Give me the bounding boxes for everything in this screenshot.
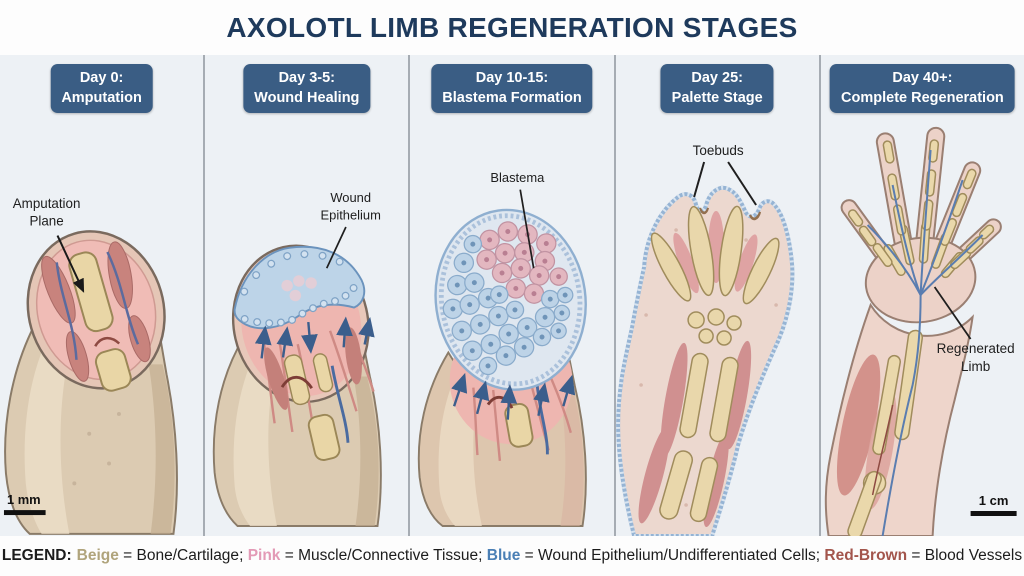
amputation-plane-label: Amputation Plane [13,196,85,293]
stage-panels: Day 0: Amputation [0,55,1024,536]
palette-stage-illustration: Toebuds [615,143,795,536]
annotation-line: Amputation [13,196,81,211]
stage-badge-day3-5: Day 3-5: Wound Healing [243,64,371,114]
stage-badge-day40: Day 40+: Complete Regeneration [830,64,1015,114]
paddle-limb [615,185,795,536]
stage-day: Day 10-15: [475,70,549,86]
blood-vessel-red [871,404,894,496]
panel-day3-5-wound-healing: Day 3-5: Wound Healing [203,55,408,536]
cell-migration-arrows [451,372,576,420]
stage-badge-day10-15: Day 10-15: Blastema Formation [431,64,593,114]
svg-text:1 cm: 1 cm [979,493,1009,508]
bone [308,413,341,461]
stage-name: Palette Stage [671,89,763,106]
stage-badge-day0: Day 0: Amputation [50,64,153,114]
scale-bar-1cm: 1 cm [970,493,1017,516]
blood-vessel [55,262,78,360]
amputation-cut-face [26,230,166,392]
svg-text:Wound: Wound [331,190,372,205]
legend-prefix: LEGEND: [1,547,72,564]
pointer-line [326,226,347,269]
annotation-line: Plane [29,214,63,229]
blood-vessel [106,251,140,345]
muscle-strips [638,211,758,527]
blastema-illustration: Blastema [418,170,588,527]
blood-vessel-red [281,375,314,389]
cell-migration-arrows [255,316,375,359]
stage-name: Amputation [61,89,142,106]
bone [504,403,534,448]
pointer-line [519,189,535,269]
page-title: AXOLOTL LIMB REGENERATION STAGES [226,11,798,43]
legend-item-beige: Beige = Bone/Cartilage; [76,547,248,564]
bone [312,353,334,393]
stage-day: Day 3-5: [278,70,336,86]
cell-nuclei [450,241,569,369]
svg-text:Blastema: Blastema [491,170,546,185]
muscle [836,354,881,496]
panel-day40-complete: Day 40+: Complete Regeneration [818,55,1024,536]
stage-name: Complete Regeneration [841,89,1004,106]
svg-text:Toebuds: Toebuds [692,143,743,158]
bone [68,251,114,333]
legend-item-pink: Pink = Muscle/Connective Tissue; [247,547,487,564]
forming-digit-bones [650,205,780,523]
legend-item-blue: Blue = Wound Epithelium/Undifferentiated… [486,547,825,564]
healing-cut-face [232,244,375,461]
stage-day: Day 40+: [892,70,953,86]
cell-nuclei [484,228,562,297]
legend: LEGEND: Beige = Bone/Cartilage; Pink = M… [0,536,1024,576]
blastema-dome [434,208,588,391]
legend-item-redbrown: Red-Brown = Blood Vessels [824,547,1023,564]
stage-name: Wound Healing [254,89,360,106]
blood-vessel-red [94,336,121,347]
title-band: AXOLOTL LIMB REGENERATION STAGES [0,0,1024,55]
bone [284,354,311,406]
scale-bar-1mm: 1 mm [3,492,46,516]
stage-badge-day25: Day 25: Palette Stage [660,64,774,114]
panel-day10-15-blastema: Day 10-15: Blastema Formation [408,55,613,536]
pointer-line [933,286,972,340]
pointer-line [726,161,757,206]
blood-vessels [866,149,984,536]
wound-epithelium-layer [233,245,366,330]
regenerated-limb [824,126,1002,536]
panel-day0-amputation: Day 0: Amputation [0,55,203,536]
regenerated-limb-label: Regenerated Limb [933,286,1014,374]
wound-healing-illustration: Wound Epithelium [213,190,383,527]
stage-day: Day 25: [691,70,743,86]
svg-text:Regenerated: Regenerated [936,341,1014,356]
pointer-arrow [56,235,85,293]
stage-day: Day 0: [79,70,124,86]
svg-text:1 mm: 1 mm [7,492,41,507]
blood-vessel [330,365,350,443]
wound-epithelium-label: Wound Epithelium [321,190,381,269]
toebuds-label: Toebuds [692,143,757,206]
stage-name: Blastema Formation [442,89,582,106]
svg-text:Limb: Limb [961,359,990,374]
regenerated-limb-illustration: Regenerated Limb 1 cm [824,126,1017,536]
panel-day25-palette: Day 25: Palette Stage [613,55,819,536]
blastema-label: Blastema [491,170,546,269]
pointer-line [692,161,705,198]
bone [94,348,132,392]
amputation-illustration: Amputation Plane 1 mm [3,196,178,535]
svg-text:Epithelium: Epithelium [321,207,381,222]
